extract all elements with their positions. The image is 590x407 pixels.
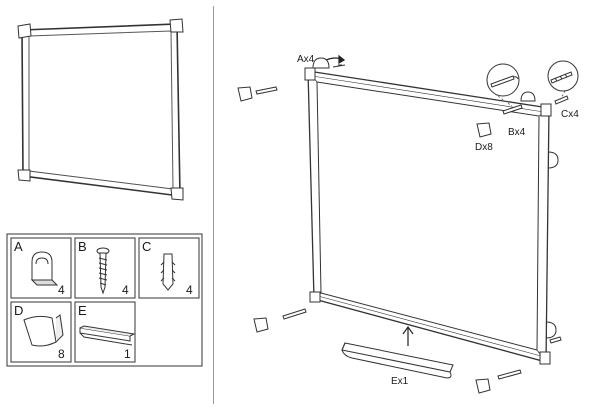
up-arrow-icon: [402, 325, 414, 346]
slide-arrow-icon: [325, 54, 346, 65]
part-qty-a: 4: [58, 283, 65, 297]
loose-corner-caps: [237, 86, 492, 394]
callout-c: Cx4: [561, 109, 579, 120]
frame-corner-caps: [304, 67, 552, 365]
part-qty-c: 4: [186, 283, 193, 297]
wall-plug-icon: [160, 253, 176, 291]
part-qty-e: 1: [124, 347, 131, 361]
whiteboard-frame: [307, 70, 550, 363]
screw-detail-zoom: [486, 60, 579, 97]
part-letter-a: A: [14, 239, 23, 254]
part-letter-c: C: [142, 239, 151, 254]
bottom-screws: [282, 308, 562, 380]
callout-d: Dx8: [475, 142, 493, 153]
part-letter-e: E: [78, 303, 87, 318]
corner-cap-icon: [23, 314, 64, 347]
whiteboard-preview: [17, 18, 184, 201]
callout-e: Ex1: [391, 376, 409, 387]
callout-b: Bx4: [508, 127, 526, 138]
callout-a: Ax4: [297, 54, 315, 65]
parts-table: [6, 233, 203, 367]
top-brackets: [312, 57, 559, 339]
part-qty-b: 4: [122, 283, 129, 297]
corner-bracket-icon: [30, 251, 59, 286]
part-qty-d: 8: [58, 347, 65, 361]
pen-tray-icon: [79, 325, 136, 346]
screw-icon: [96, 247, 110, 295]
part-letter-d: D: [14, 303, 23, 318]
pen-tray-part: [341, 342, 454, 379]
panel-divider: [213, 6, 214, 404]
top-screws: [255, 64, 569, 115]
detail-leader-lines: [494, 90, 566, 107]
part-letter-b: B: [78, 239, 87, 254]
